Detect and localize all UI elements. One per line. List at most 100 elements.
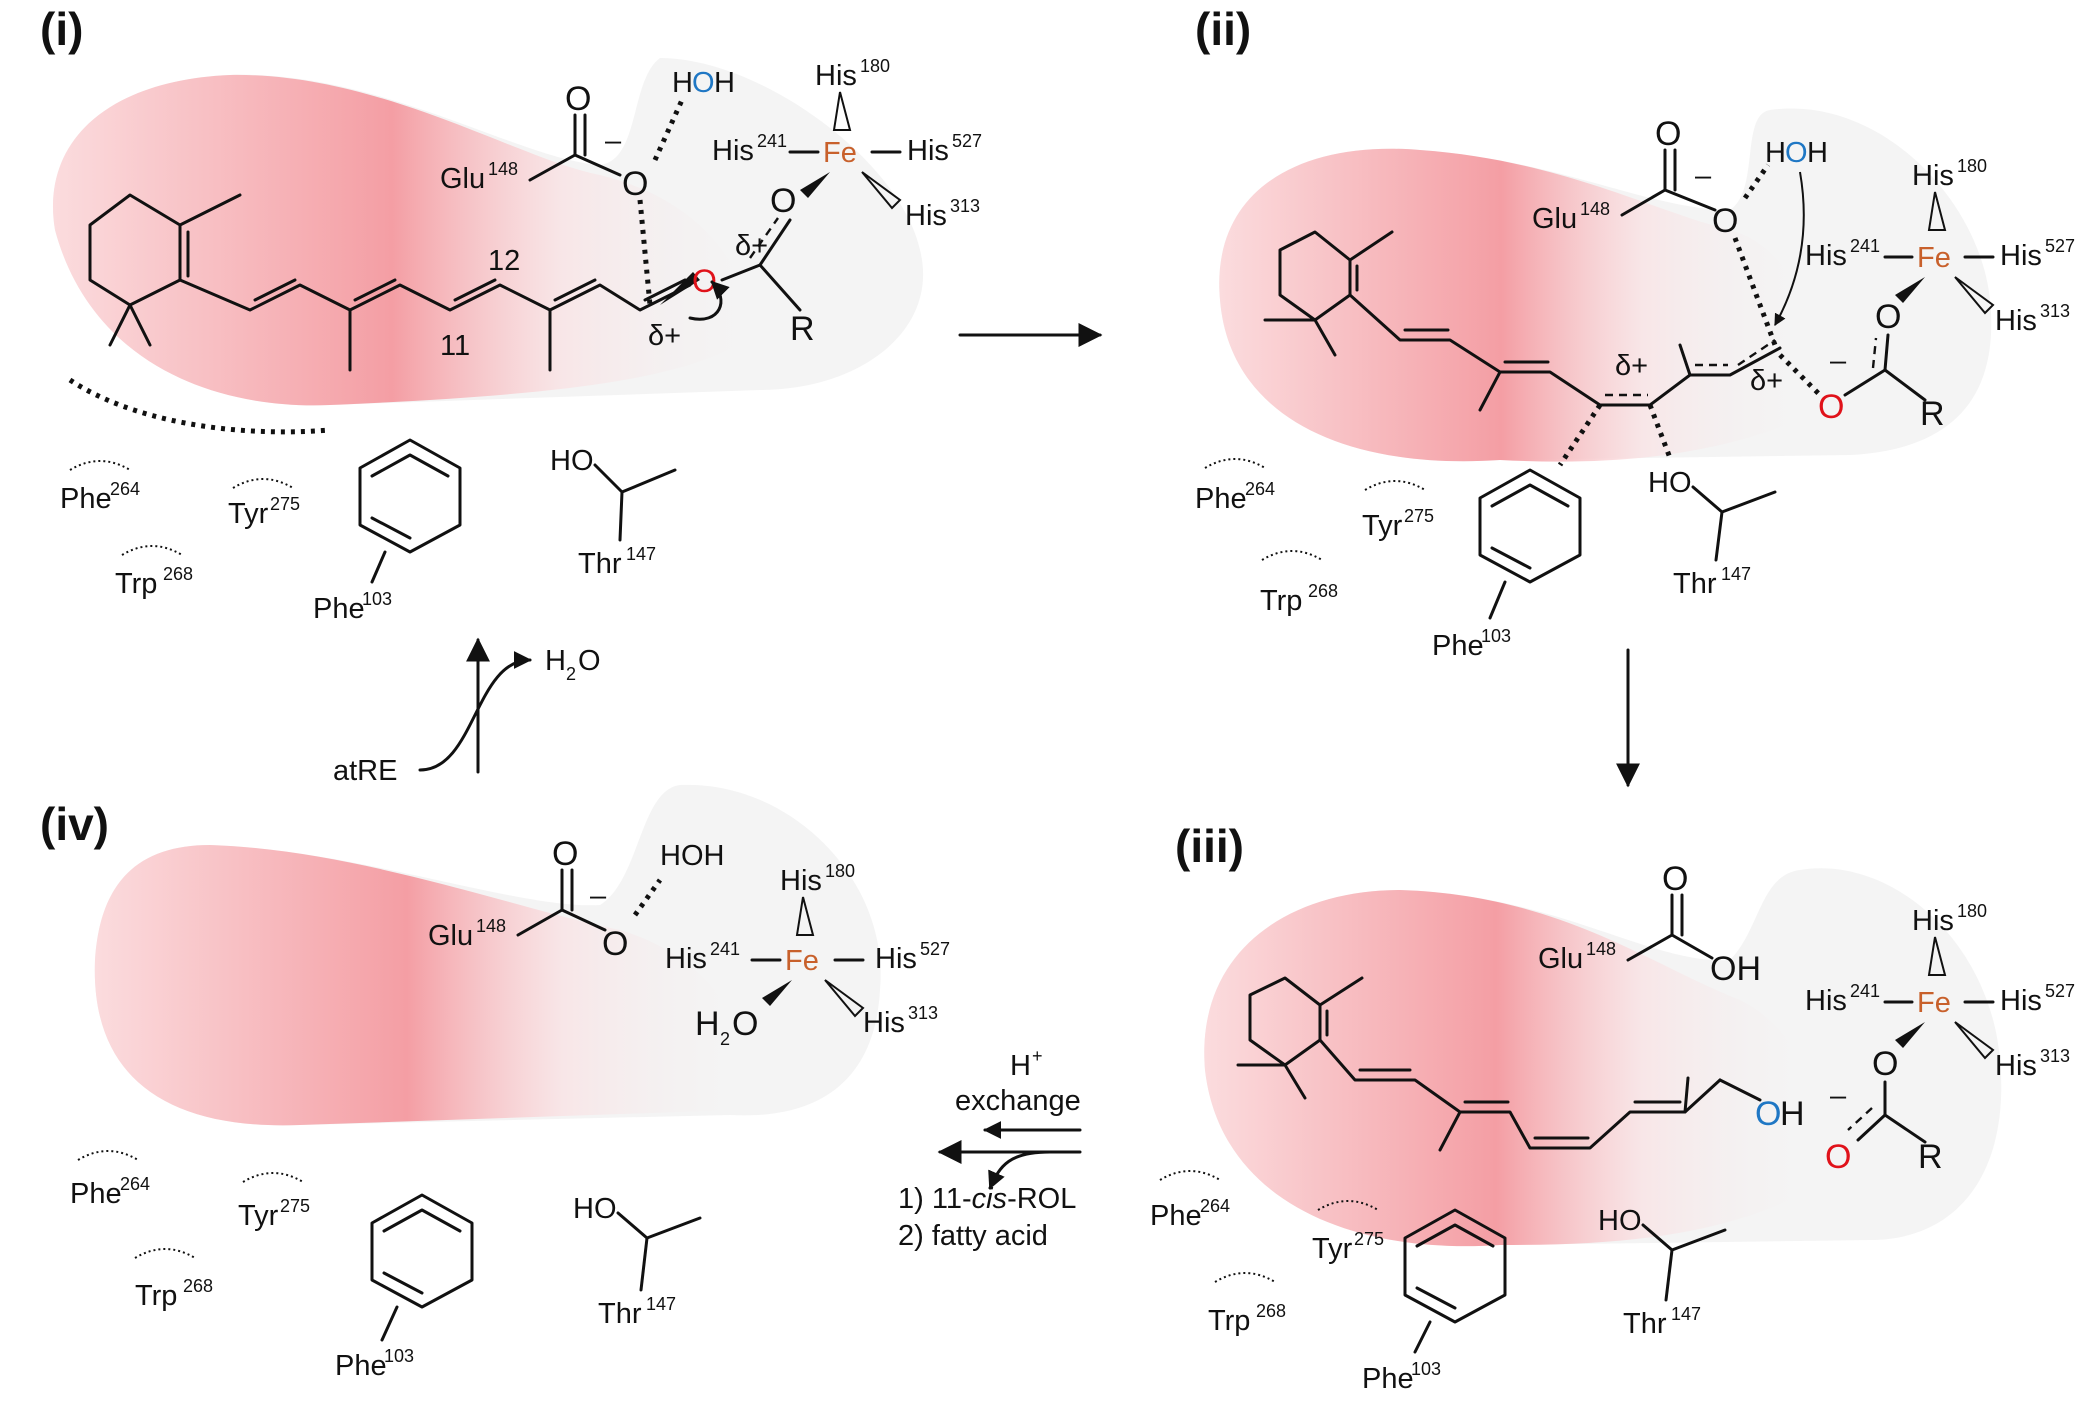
carbon-11-label: 11 — [440, 330, 470, 362]
svg-text:His: His — [1995, 305, 2037, 337]
svg-text:Thr: Thr — [1673, 568, 1717, 600]
residues-i: Phe 264 Tyr 275 Trp 268 Phe 103 HO Thr 1… — [60, 438, 677, 625]
svg-text:268: 268 — [1256, 1301, 1286, 1321]
svg-text:O: O — [1875, 298, 1901, 336]
svg-text:–: – — [1695, 160, 1712, 192]
svg-text:Thr: Thr — [1623, 1308, 1667, 1340]
svg-text:Fe: Fe — [1917, 987, 1951, 1019]
svg-text:O: O — [1655, 115, 1681, 153]
svg-text:His: His — [905, 200, 947, 232]
svg-text:H: H — [1807, 137, 1828, 169]
svg-text:Glu: Glu — [1538, 943, 1583, 975]
ester-oxygen: O — [692, 263, 717, 299]
svg-text:–: – — [1830, 1080, 1847, 1112]
svg-text:527: 527 — [2045, 236, 2075, 256]
glu-label: Glu — [440, 163, 485, 195]
iron-center-iii: His 180 His 241 Fe His 527 His 313 O O R… — [1805, 901, 2075, 1176]
exchange-label: exchange — [955, 1085, 1081, 1117]
step-iii-to-iv: H + exchange 1) 11-cis-ROL 2) fatty acid — [898, 1046, 1082, 1252]
svg-text:180: 180 — [825, 861, 855, 881]
binding-pocket-pink — [94, 845, 746, 1126]
svg-text:O: O — [1712, 202, 1738, 240]
svg-text:H: H — [695, 1005, 720, 1043]
svg-text:Phe: Phe — [335, 1350, 387, 1382]
svg-text:Phe: Phe — [313, 593, 365, 625]
svg-text:2: 2 — [566, 664, 576, 684]
svg-text:103: 103 — [1411, 1359, 1441, 1379]
svg-text:241: 241 — [1850, 236, 1880, 256]
svg-text:264: 264 — [1200, 1196, 1230, 1216]
svg-text:Tyr: Tyr — [238, 1200, 279, 1232]
svg-text:147: 147 — [1671, 1304, 1701, 1324]
step-iv-to-i: atRE H 2 O — [333, 637, 601, 787]
panel-label-i: (i) — [40, 3, 83, 55]
svg-text:His: His — [1912, 160, 1954, 192]
binding-pocket-pink — [52, 74, 760, 406]
svg-text:His: His — [665, 943, 707, 975]
svg-text:Phe: Phe — [1150, 1200, 1202, 1232]
glu148-group: Glu 148 O O – H O H — [440, 67, 735, 306]
iron-atom: Fe — [823, 137, 857, 169]
svg-text:Tyr: Tyr — [1312, 1233, 1353, 1265]
svg-text:313: 313 — [2040, 301, 2070, 321]
svg-text:O: O — [602, 925, 628, 963]
svg-text:O: O — [1825, 1138, 1851, 1176]
svg-text:180: 180 — [1957, 156, 1987, 176]
svg-text:H: H — [714, 67, 735, 99]
svg-text:241: 241 — [710, 939, 740, 959]
svg-text:HO: HO — [573, 1193, 617, 1225]
svg-text:Thr: Thr — [598, 1298, 642, 1330]
svg-text:Trp: Trp — [135, 1280, 177, 1312]
product-2: 2) fatty acid — [898, 1220, 1048, 1252]
svg-text:148: 148 — [1586, 939, 1616, 959]
svg-text:His: His — [907, 135, 949, 167]
residues-iii: Phe 264 Tyr 275 Trp 268 Phe 103 HO Thr 1… — [1150, 1170, 1727, 1395]
svg-text:His: His — [1805, 240, 1847, 272]
svg-text:313: 313 — [2040, 1046, 2070, 1066]
panel-label-ii: (ii) — [1195, 3, 1251, 55]
iron-center-iv: His 180 His 241 Fe His 527 His 313 H 2 O — [665, 861, 950, 1049]
svg-text:His: His — [1995, 1050, 2037, 1082]
glu148-group: Glu 148 O O – HOH — [428, 835, 724, 963]
svg-text:275: 275 — [280, 1196, 310, 1216]
svg-text:Thr: Thr — [578, 548, 622, 580]
svg-text:OH: OH — [1710, 950, 1761, 988]
svg-text:Glu: Glu — [1532, 203, 1577, 235]
svg-text:–: – — [1830, 345, 1847, 377]
svg-text:+: + — [1032, 1046, 1043, 1066]
binding-pocket-pink — [1204, 890, 1813, 1247]
svg-text:241: 241 — [757, 131, 787, 151]
svg-text:2: 2 — [720, 1029, 730, 1049]
svg-text:O: O — [1785, 137, 1808, 169]
svg-text:O: O — [565, 80, 591, 118]
glu148-group: Glu 148 O O – H O H — [1532, 115, 1828, 346]
svg-text:103: 103 — [1481, 626, 1511, 646]
svg-text:His: His — [712, 135, 754, 167]
binding-pocket-pink — [1219, 148, 1808, 462]
svg-text:His: His — [1912, 905, 1954, 937]
svg-text:O: O — [622, 165, 648, 203]
svg-text:275: 275 — [270, 494, 300, 514]
svg-text:Trp: Trp — [115, 568, 157, 600]
svg-text:103: 103 — [384, 1346, 414, 1366]
svg-text:147: 147 — [1721, 564, 1751, 584]
svg-text:Tyr: Tyr — [228, 498, 269, 530]
svg-text:527: 527 — [952, 131, 982, 151]
delta-plus-c: δ+ — [735, 230, 768, 262]
svg-text:180: 180 — [1957, 901, 1987, 921]
carbon-12-label: 12 — [488, 245, 520, 277]
svg-text:268: 268 — [1308, 581, 1338, 601]
svg-text:δ+: δ+ — [1750, 365, 1783, 397]
svg-text:Trp: Trp — [1208, 1305, 1250, 1337]
11-cis-retinol: O H — [1236, 976, 1805, 1152]
svg-text:–: – — [590, 880, 607, 912]
water-oxygen-blue: O — [692, 67, 715, 99]
svg-text:H: H — [672, 67, 693, 99]
svg-text:His: His — [2000, 240, 2042, 272]
svg-text:Fe: Fe — [1917, 242, 1951, 274]
svg-text:HOH: HOH — [660, 840, 724, 872]
svg-text:HO: HO — [1648, 467, 1692, 499]
svg-text:O: O — [1662, 860, 1688, 898]
svg-text:527: 527 — [2045, 981, 2075, 1001]
svg-text:148: 148 — [1580, 199, 1610, 219]
